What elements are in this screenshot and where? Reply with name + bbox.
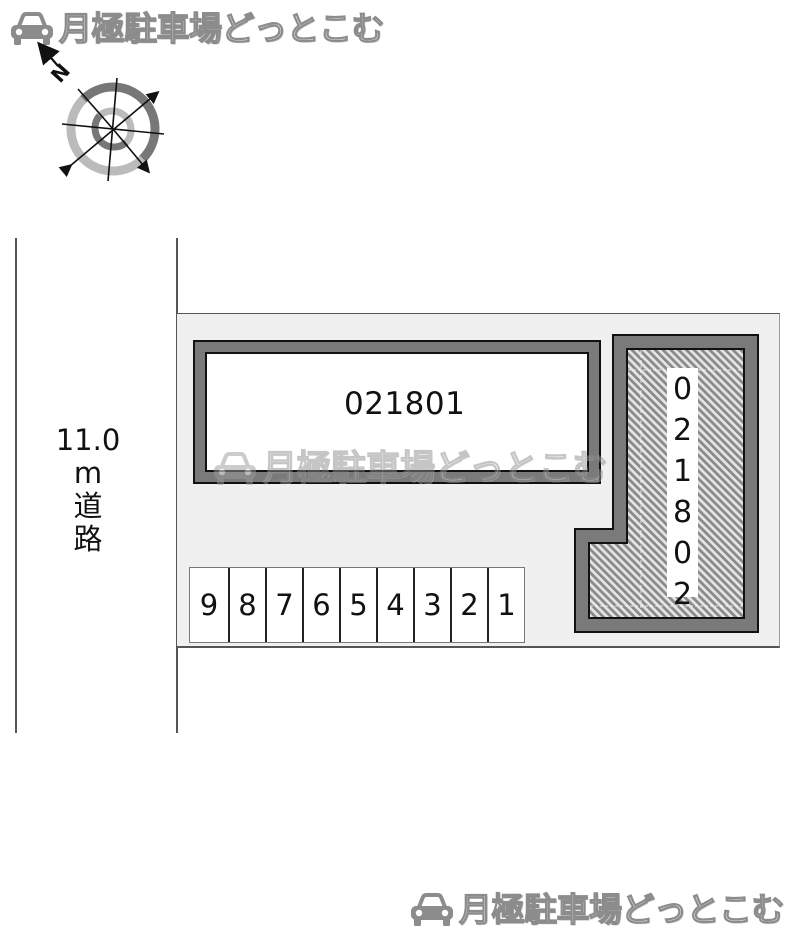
car-icon	[214, 452, 256, 485]
road-width-unit: m	[73, 456, 103, 490]
road-edge-right	[176, 238, 178, 733]
parking-stall-row: 9 8 7 6 5 4 3 2 1	[189, 567, 525, 643]
brand-name: 月極駐車場どっとこむ	[58, 9, 385, 48]
compass-rose-icon: N	[37, 41, 165, 182]
brand-logo-top: 月極駐車場どっとこむ	[9, 9, 385, 48]
road-width-label: 11.0 m 道 路	[48, 424, 128, 556]
parking-stall: 2	[450, 568, 487, 642]
parking-stall: 7	[265, 568, 302, 642]
brand-logo-bottom: 月極駐車場どっとこむ	[409, 890, 785, 929]
car-icon	[11, 12, 53, 45]
parking-stall: 1	[487, 568, 524, 642]
building-021802-label: 021802	[665, 372, 700, 618]
building-021802-label-background	[667, 368, 698, 597]
road-name-char-1: 道	[73, 489, 103, 523]
road-edge-left	[15, 238, 17, 733]
parking-stall: 4	[376, 568, 413, 642]
car-icon	[411, 893, 453, 926]
building-021801-interior	[205, 352, 589, 472]
building-021801-label: 021801	[344, 386, 466, 422]
parking-stall: 3	[413, 568, 450, 642]
parking-stall: 6	[302, 568, 339, 642]
building-021801	[193, 340, 601, 484]
brand-watermark: 月極駐車場どっとこむ	[212, 449, 608, 489]
brand-name-footer: 月極駐車場どっとこむ	[458, 890, 785, 929]
road-name-char-2: 路	[73, 522, 103, 556]
road-width-value: 11.0	[55, 423, 121, 457]
parking-stall: 9	[199, 588, 219, 622]
compass-lines	[37, 41, 165, 182]
parking-stall: 8	[228, 568, 265, 642]
watermark-text: 月極駐車場どっとこむ	[261, 449, 608, 489]
building-021802-hatched-interior	[588, 348, 745, 619]
parking-stall: 5	[339, 568, 376, 642]
